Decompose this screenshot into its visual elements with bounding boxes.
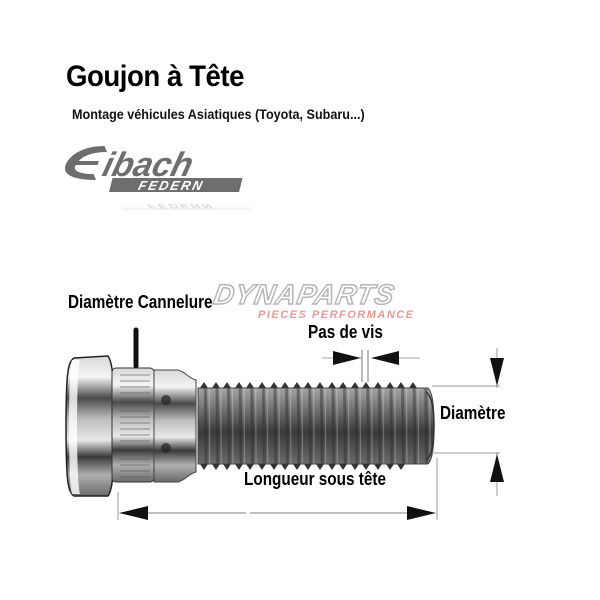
length-arrows [117, 458, 438, 520]
svg-text:ibach: ibach [99, 146, 197, 183]
pitch-arrows [322, 350, 420, 382]
page-title: Goujon à Tête [66, 60, 245, 93]
diameter-label: Diamètre [440, 403, 506, 423]
svg-text:DYNAPARTS: DYNAPARTS [211, 278, 397, 310]
svg-text:FEDERN: FEDERN [146, 202, 215, 209]
diameter-arrows [432, 348, 504, 496]
thread-pitch-label: Pas de vis [308, 322, 383, 342]
svg-text:FEDERN: FEDERN [137, 178, 206, 193]
svg-text:PIECES PERFORMANCE: PIECES PERFORMANCE [258, 309, 415, 321]
spline-diameter-label: Diamètre Cannelure [68, 292, 213, 312]
length-under-head-label: Longueur sous tête [244, 469, 386, 489]
page-subtitle: Montage véhicules Asiatiques (Toyota, Su… [72, 106, 365, 122]
